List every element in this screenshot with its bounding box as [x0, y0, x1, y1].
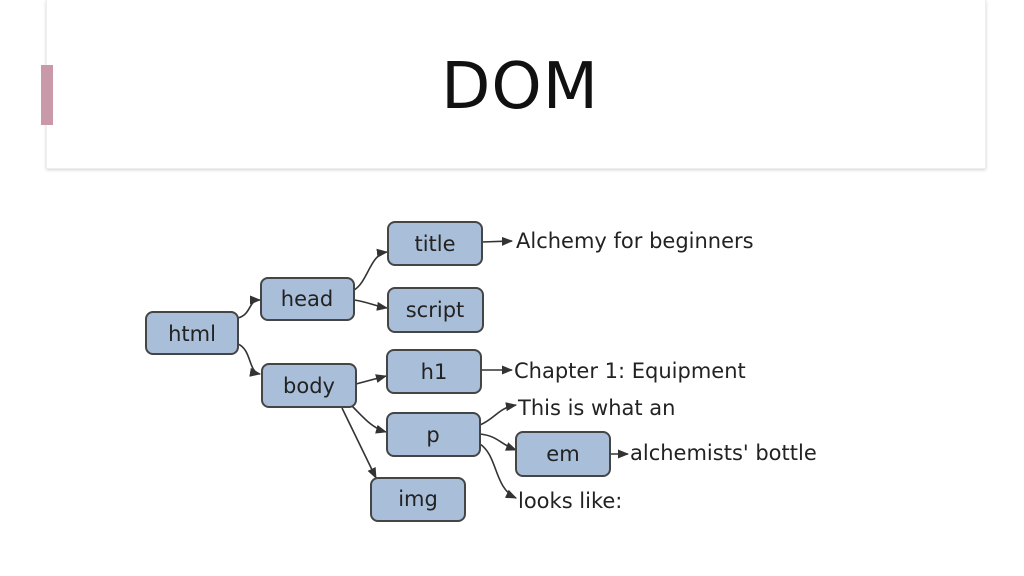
edge-body-img — [341, 407, 377, 480]
edge-body-h1 — [355, 374, 388, 385]
svg-text:h1: h1 — [421, 360, 448, 384]
svg-text:head: head — [281, 287, 333, 311]
edge-head-script — [353, 299, 389, 311]
node-img: img — [370, 477, 466, 522]
edge-body-p — [351, 405, 388, 434]
edge-html-body — [237, 343, 262, 377]
leaf-p-text-1: This is what an — [517, 396, 675, 420]
slide-title: DOM — [441, 50, 599, 124]
node-html: html — [145, 311, 239, 355]
edge-html-head — [237, 295, 262, 319]
svg-text:em: em — [546, 442, 579, 466]
node-p: p — [386, 412, 481, 457]
svg-text:body: body — [283, 374, 335, 398]
node-head: head — [260, 277, 355, 321]
node-h1: h1 — [386, 349, 482, 394]
edge-p-text1 — [479, 402, 518, 426]
svg-text:script: script — [406, 298, 465, 322]
node-body: body — [261, 363, 357, 408]
edges — [237, 236, 630, 499]
svg-text:title: title — [414, 232, 455, 256]
svg-text:p: p — [426, 423, 439, 447]
edge-head-title — [353, 248, 389, 291]
leaf-h1-text: Chapter 1: Equipment — [514, 359, 746, 383]
edge-p-text2 — [479, 443, 518, 499]
node-em: em — [515, 431, 611, 477]
node-script: script — [387, 287, 484, 333]
edge-p-em — [479, 433, 518, 451]
title-card — [46, 0, 986, 169]
svg-text:html: html — [168, 322, 216, 346]
node-title: title — [387, 221, 483, 266]
edge-title-text — [481, 236, 514, 246]
accent-bar — [41, 65, 53, 125]
leaf-title-text: Alchemy for beginners — [516, 229, 754, 253]
leaf-p-text-2: looks like: — [518, 489, 622, 513]
svg-text:img: img — [398, 487, 438, 511]
leaf-em-text: alchemists' bottle — [630, 441, 817, 465]
